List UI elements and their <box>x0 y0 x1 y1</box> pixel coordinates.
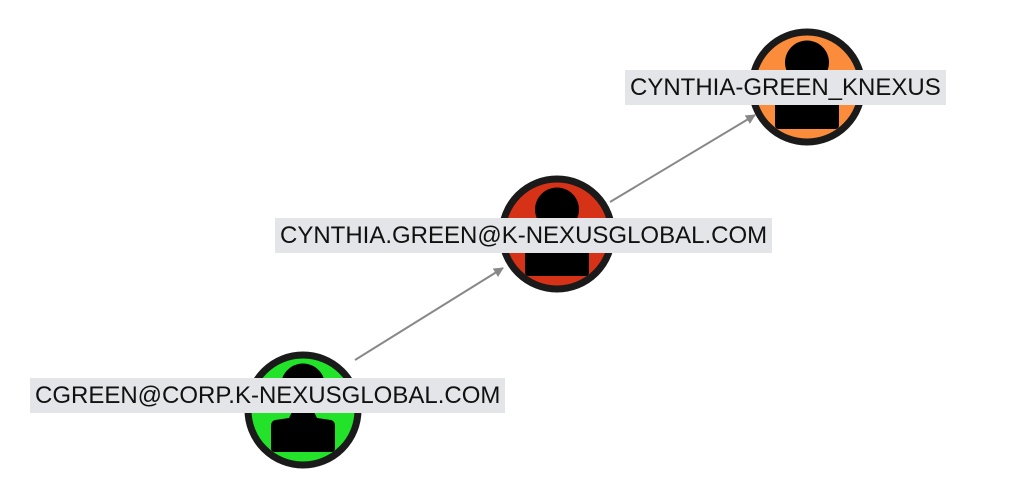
node-label-cynthia-green-knexus[interactable]: CYNTHIA-GREEN_KNEXUS <box>625 70 946 105</box>
edge-n2-n3[interactable] <box>609 114 756 203</box>
edge-n1-n2[interactable] <box>354 267 504 361</box>
node-label-cynthia-green[interactable]: CYNTHIA.GREEN@K-NEXUSGLOBAL.COM <box>275 218 773 253</box>
node-label-cgreen[interactable]: CGREEN@CORP.K-NEXUSGLOBAL.COM <box>30 378 506 413</box>
